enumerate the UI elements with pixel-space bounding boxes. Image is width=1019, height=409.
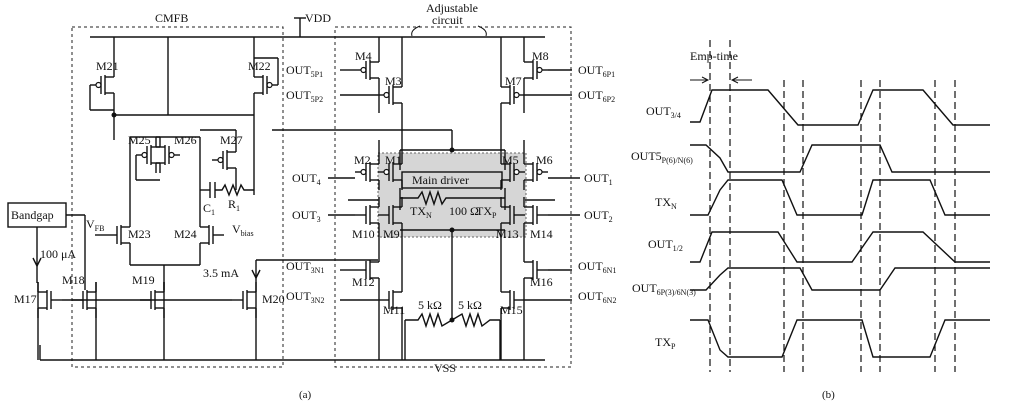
m13-label: M13 (496, 227, 519, 241)
m27-label: M27 (220, 133, 243, 147)
m7-label: M7 (505, 74, 522, 88)
sig-label-txn: TXN (655, 195, 677, 211)
m10-label: M10 (352, 227, 375, 241)
m17-label: M17 (14, 292, 37, 306)
sig-label-out6: OUT6P(3)/6N(3) (632, 281, 696, 297)
out6p2-label: OUT6P2 (578, 88, 615, 104)
m4-label: M4 (355, 49, 372, 63)
bandgap-label: Bandgap (11, 208, 54, 222)
m1-label: M1 (385, 153, 402, 167)
c1-label: C1 (203, 201, 215, 217)
out3n2-label: OUT3N2 (286, 289, 324, 305)
m5-label: M5 (502, 153, 519, 167)
m8-label: M8 (532, 49, 549, 63)
m3-label: M3 (385, 74, 402, 88)
wave-txp (690, 319, 990, 358)
timing-b: Emp-time OUT3/4 OUT5P(6)/N(6) TXN OUT1/2… (631, 40, 990, 401)
r5k-right-label: 5 kΩ (458, 298, 482, 312)
out3-label: OUT3 (292, 208, 321, 224)
m11-label: M11 (383, 303, 405, 317)
vss-label: VSS (434, 361, 456, 375)
m14-label: M14 (530, 227, 553, 241)
main-driver-label: Main driver (412, 173, 469, 187)
out6n2-label: OUT6N2 (578, 289, 616, 305)
wave-out34 (690, 89, 990, 126)
m26-label: M26 (174, 133, 197, 147)
cmfb-label: CMFB (155, 11, 188, 25)
sig-label-out12: OUT1/2 (648, 237, 683, 253)
m15-label: M15 (500, 303, 523, 317)
vbias-label: Vbias (232, 222, 254, 238)
sig-label-txp: TXP (655, 335, 676, 351)
resistor-100-label: 100 Ω (449, 204, 479, 218)
m25-label: M25 (128, 133, 151, 147)
out6p1-label: OUT6P1 (578, 63, 615, 79)
m2-label: M2 (354, 153, 371, 167)
r5k-left-label: 5 kΩ (418, 298, 442, 312)
out5p2-label: OUT5P2 (286, 88, 323, 104)
vdd-label: VDD (305, 11, 331, 25)
m9-label: M9 (383, 227, 400, 241)
txn-label: TXN (410, 204, 432, 220)
m23-label: M23 (128, 227, 151, 241)
wave-txn (690, 179, 990, 216)
out1-label: OUT1 (584, 171, 613, 187)
adjustable-label: Adjustable (426, 1, 478, 15)
cmfb-box (71, 26, 284, 368)
wave-out6 (690, 267, 990, 291)
out2-label: OUT2 (584, 208, 613, 224)
m22-label: M22 (248, 59, 271, 73)
m6-label: M6 (536, 153, 553, 167)
caption-b: (b) (822, 389, 835, 401)
m12-label: M12 (352, 275, 375, 289)
r1-label: R1 (228, 197, 240, 213)
m18-label: M18 (62, 273, 85, 287)
m24-label: M24 (174, 227, 197, 241)
out4-label: OUT4 (292, 171, 321, 187)
vfb-label: VFB (86, 217, 104, 233)
wave-out5 (690, 144, 990, 173)
out6n1-label: OUT6N1 (578, 259, 616, 275)
m19-label: M19 (132, 273, 155, 287)
adjustable-label-2: circuit (432, 13, 463, 27)
current-100-label: 100 μA (40, 247, 76, 261)
txp-label: TXP (476, 204, 497, 220)
sig-label-out34: OUT3/4 (646, 104, 681, 120)
wave-out12 (690, 231, 990, 263)
out5p1-label: OUT5P1 (286, 63, 323, 79)
m21-label: M21 (96, 59, 119, 73)
schematic-a: CMFB VDD VSS Adjustable circuit Bandgap … (7, 1, 616, 401)
m20-label: M20 (262, 292, 285, 306)
caption-a: (a) (299, 389, 312, 401)
m16-label: M16 (530, 275, 553, 289)
out3n1-label: OUT3N1 (286, 259, 324, 275)
current-35-label: 3.5 mA (203, 266, 239, 280)
emp-time-label: Emp-time (690, 49, 738, 63)
sig-label-out5: OUT5P(6)/N(6) (631, 149, 693, 165)
